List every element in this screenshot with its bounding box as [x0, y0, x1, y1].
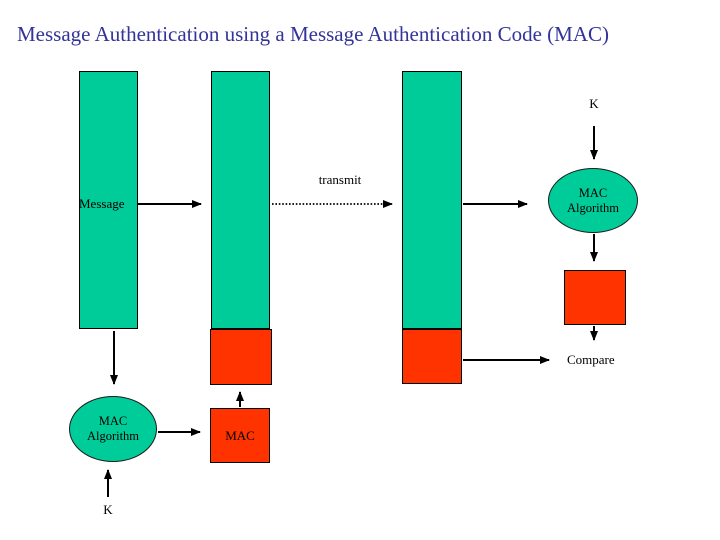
mac-output-box-sender: MAC: [210, 408, 270, 463]
mac-algorithm-label-line2: Algorithm: [566, 200, 620, 215]
message-block-sender: [79, 71, 138, 329]
appended-mac-block-sender: [210, 329, 272, 385]
computed-mac-box-receiver: [564, 270, 626, 325]
key-label-sender: K: [103, 502, 113, 517]
key-label-receiver: K: [589, 96, 599, 111]
transmit-label: transmit: [318, 172, 362, 187]
message-block-receiver: [402, 71, 462, 329]
message-copy-block-sender: [211, 71, 270, 329]
message-label: Message: [79, 196, 125, 211]
compare-label: Compare: [567, 352, 615, 367]
mac-output-label: MAC: [225, 427, 255, 443]
received-mac-block-receiver: [402, 329, 462, 384]
mac-algorithm-ellipse-sender: MAC Algorithm: [69, 396, 157, 462]
mac-algorithm-ellipse-receiver: MAC Algorithm: [548, 168, 638, 233]
slide-title: Message Authentication using a Message A…: [17, 22, 609, 46]
mac-algorithm-label-line1: MAC: [578, 185, 608, 200]
mac-algorithm-label-line1: MAC: [98, 414, 128, 428]
mac-algorithm-label-line2: Algorithm: [86, 429, 140, 443]
